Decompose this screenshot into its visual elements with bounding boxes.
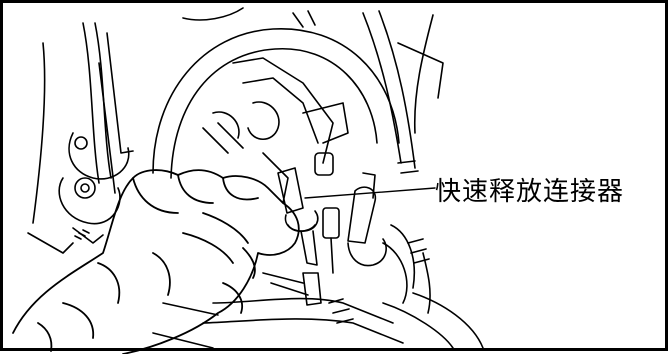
gloved-hand bbox=[12, 169, 300, 354]
engine-bay-line-drawing bbox=[12, 7, 484, 354]
engine-structure bbox=[27, 7, 484, 349]
quick-release-connector-label: 快速释放连接器 bbox=[435, 177, 625, 207]
callout-leader-line bbox=[304, 187, 436, 199]
